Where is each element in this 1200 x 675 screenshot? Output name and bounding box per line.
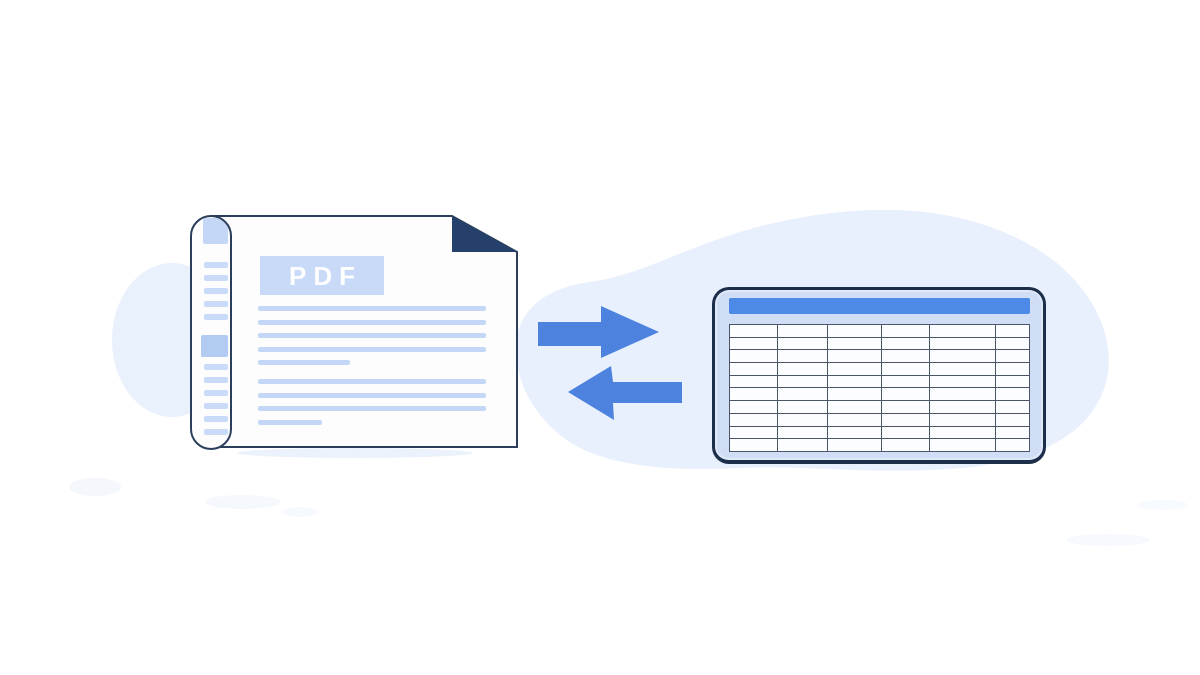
arrow-left-icon xyxy=(568,366,682,420)
spreadsheet-cell xyxy=(777,363,827,375)
spreadsheet-cell xyxy=(882,337,930,350)
text-line xyxy=(258,306,486,311)
spreadsheet-cell xyxy=(882,439,930,451)
spreadsheet-cell xyxy=(995,350,1029,363)
spreadsheet-cell xyxy=(882,363,930,375)
bottom-wisp xyxy=(282,507,318,517)
spreadsheet-cell xyxy=(930,401,995,413)
spreadsheet-cell xyxy=(777,413,827,426)
spreadsheet-cell xyxy=(995,325,1029,337)
spreadsheet-cell xyxy=(882,325,930,337)
spreadsheet-cell xyxy=(827,401,882,413)
spine-bar xyxy=(204,403,228,409)
spreadsheet-cell xyxy=(777,401,827,413)
folded-corner-icon xyxy=(452,216,517,252)
spreadsheet-cell xyxy=(882,350,930,363)
spreadsheet-cell xyxy=(777,325,827,337)
spreadsheet-cell xyxy=(827,325,882,337)
spreadsheet-cell xyxy=(995,413,1029,426)
text-line xyxy=(258,378,486,384)
spreadsheet-cell xyxy=(827,363,882,375)
spreadsheet-cell xyxy=(995,363,1029,375)
spine-bar xyxy=(204,314,228,320)
spine-bar xyxy=(204,275,228,281)
spreadsheet-header-bar xyxy=(729,298,1030,314)
spine-bar xyxy=(204,301,228,307)
spreadsheet-cell xyxy=(995,337,1029,350)
spreadsheet-cell xyxy=(930,363,995,375)
text-line xyxy=(258,333,486,339)
spine-bar xyxy=(204,288,228,294)
pdf-badge: PDF xyxy=(260,256,384,295)
spreadsheet-cell xyxy=(995,375,1029,388)
spreadsheet-cell xyxy=(777,388,827,401)
spreadsheet-cell xyxy=(730,388,777,401)
spreadsheet-cell xyxy=(827,439,882,451)
spreadsheet-cell xyxy=(930,375,995,388)
spreadsheet-cell xyxy=(882,375,930,388)
spine-block xyxy=(201,335,228,357)
pdf-page-spine xyxy=(190,215,232,450)
bottom-wisp xyxy=(1138,500,1188,510)
spreadsheet-cell xyxy=(930,413,995,426)
spreadsheet-cell xyxy=(882,388,930,401)
page-ground-shadow xyxy=(237,448,473,458)
spreadsheet-cell xyxy=(930,337,995,350)
text-line xyxy=(258,406,486,412)
spreadsheet-cell xyxy=(777,350,827,363)
spreadsheet-cell xyxy=(930,325,995,337)
spreadsheet-cell xyxy=(730,426,777,439)
spreadsheet-cell xyxy=(882,413,930,426)
spreadsheet-cell xyxy=(730,401,777,413)
spreadsheet-grid xyxy=(729,324,1030,452)
spreadsheet-cell xyxy=(730,363,777,375)
text-line xyxy=(258,419,322,425)
spreadsheet-card xyxy=(712,287,1046,464)
spreadsheet-cell xyxy=(882,426,930,439)
bottom-wisp xyxy=(69,478,121,496)
spreadsheet-cell xyxy=(777,439,827,451)
pdf-badge-label: PDF xyxy=(289,260,362,291)
spreadsheet-cell xyxy=(995,401,1029,413)
spine-bar xyxy=(204,364,228,370)
arrow-right-icon xyxy=(538,306,659,358)
spreadsheet-cell xyxy=(777,375,827,388)
spreadsheet-cell xyxy=(827,413,882,426)
spine-bar xyxy=(204,262,228,268)
spreadsheet-cell xyxy=(827,350,882,363)
spreadsheet-cell xyxy=(777,337,827,350)
spine-bar xyxy=(204,377,228,383)
spreadsheet-cell xyxy=(930,426,995,439)
spreadsheet-cell xyxy=(730,375,777,388)
spreadsheet-cell xyxy=(827,337,882,350)
bottom-wisp xyxy=(205,495,281,509)
spreadsheet-cell xyxy=(730,350,777,363)
text-line xyxy=(258,319,486,325)
spreadsheet-cell xyxy=(827,426,882,439)
spreadsheet-cell xyxy=(730,337,777,350)
pdf-text-lines xyxy=(258,306,486,433)
spreadsheet-cell xyxy=(995,426,1029,439)
spine-bar xyxy=(204,390,228,396)
spreadsheet-cell xyxy=(930,439,995,451)
spreadsheet-cell xyxy=(827,388,882,401)
spreadsheet-cell xyxy=(930,388,995,401)
text-line xyxy=(258,392,486,398)
spreadsheet-cell xyxy=(882,401,930,413)
spine-block xyxy=(203,218,228,244)
text-line xyxy=(258,360,350,366)
spreadsheet-cell xyxy=(777,426,827,439)
spreadsheet-cell xyxy=(730,413,777,426)
spine-bar xyxy=(204,429,228,435)
spreadsheet-cell xyxy=(930,350,995,363)
spreadsheet-cell xyxy=(730,439,777,451)
spreadsheet-cell xyxy=(995,439,1029,451)
text-line xyxy=(258,346,486,352)
spreadsheet-cell xyxy=(995,388,1029,401)
spreadsheet-cell xyxy=(730,325,777,337)
bottom-wisp xyxy=(1066,534,1150,546)
spreadsheet-cell xyxy=(827,375,882,388)
spine-bar xyxy=(204,416,228,422)
